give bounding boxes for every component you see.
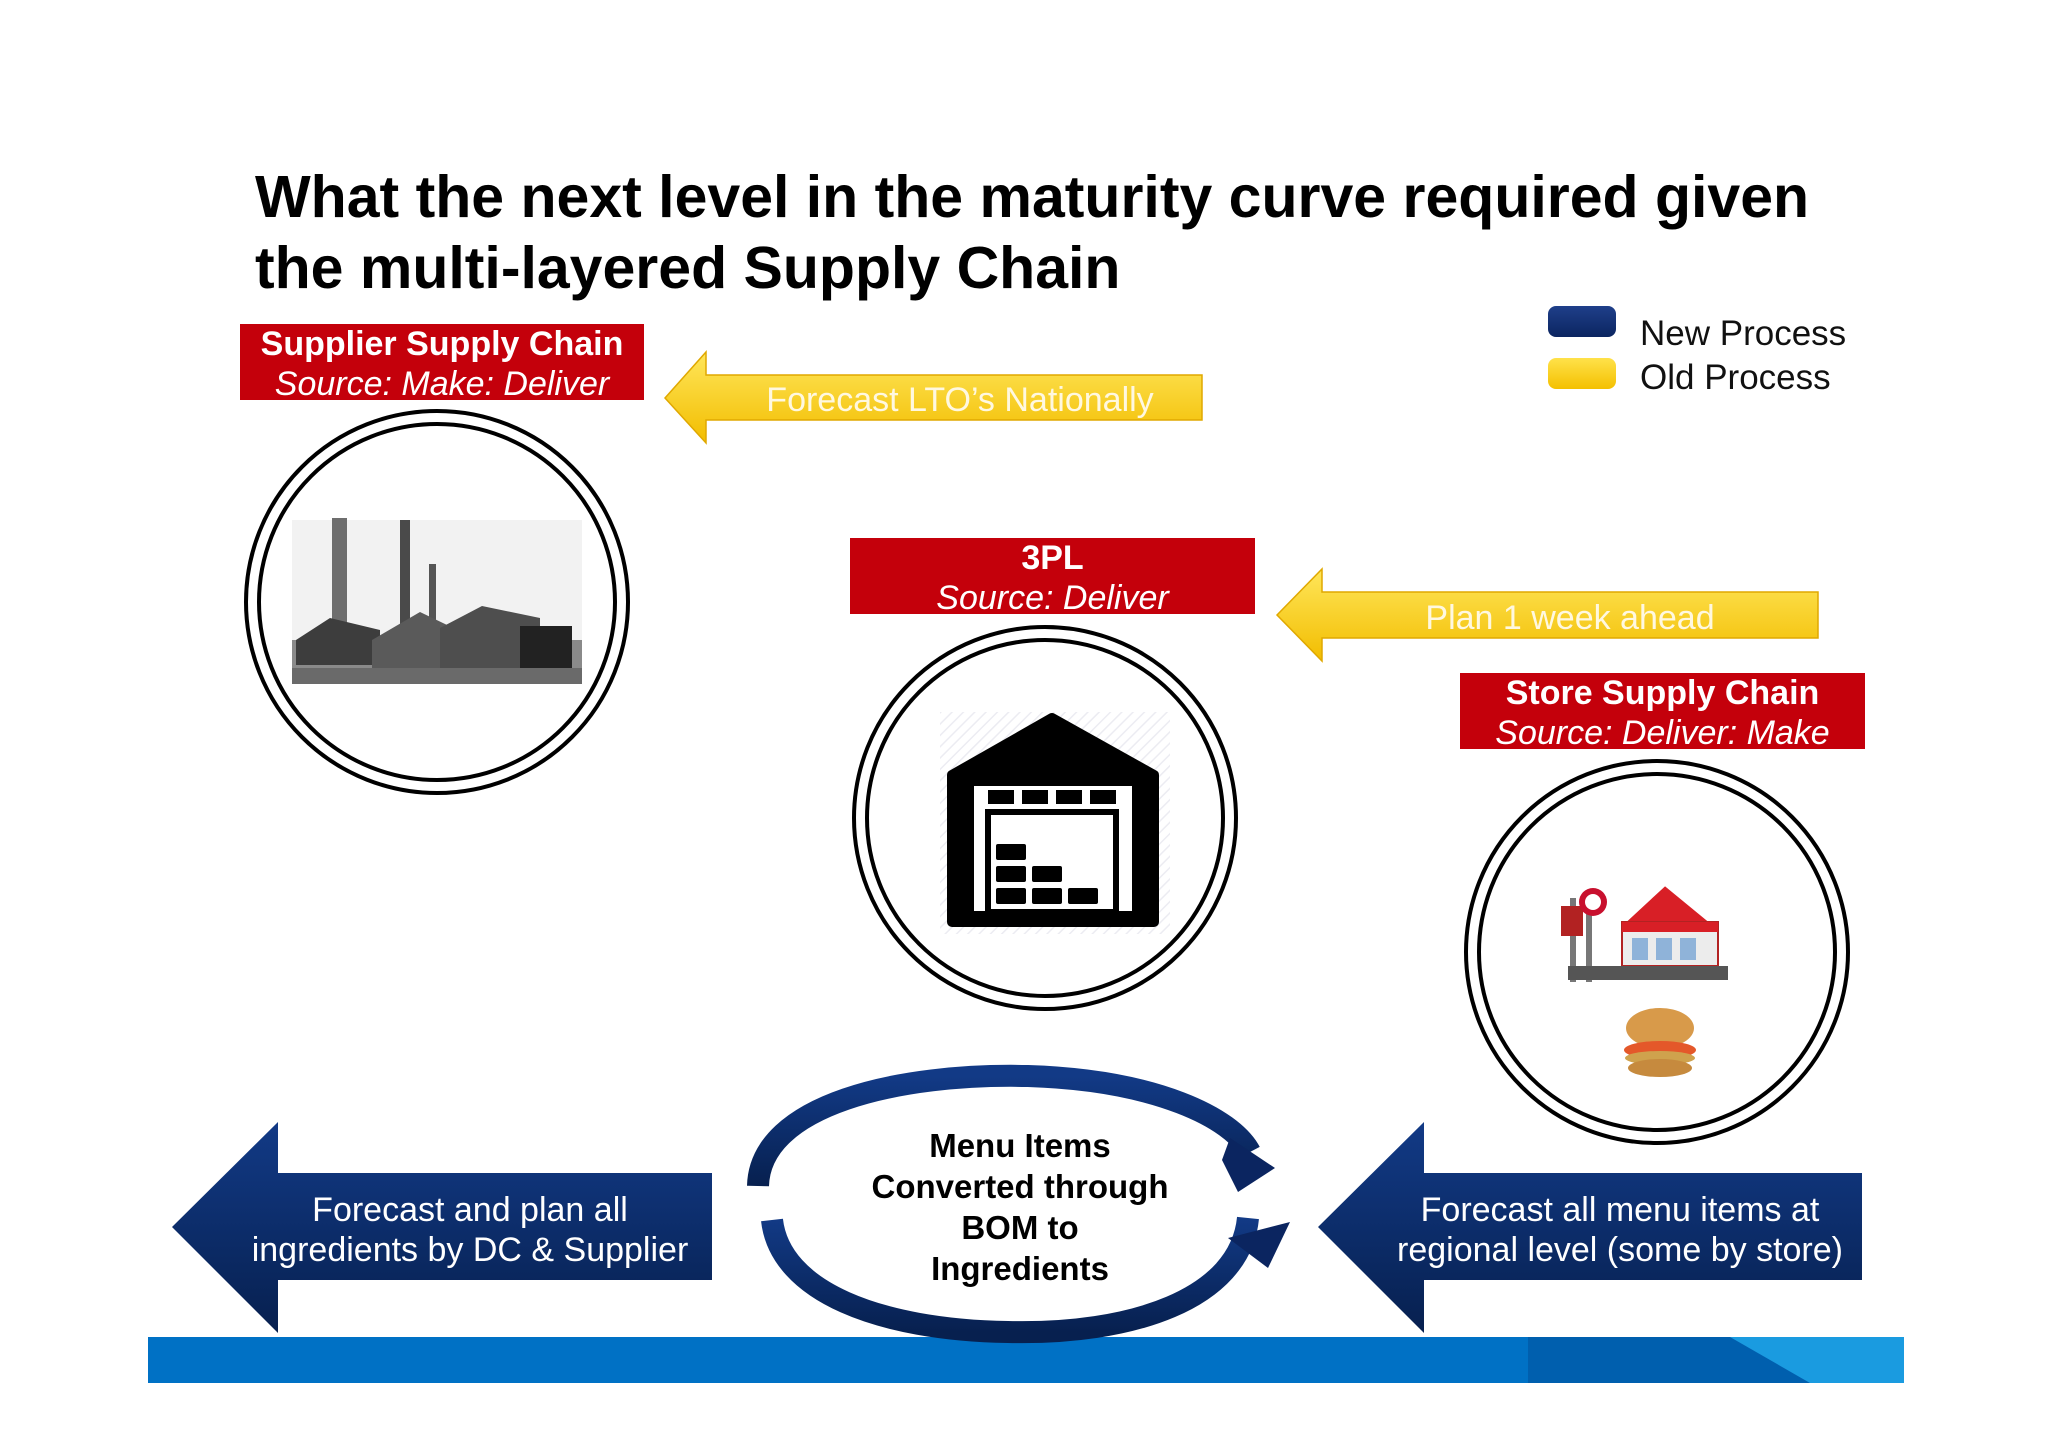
supplier-name: Supplier Supply Chain bbox=[260, 325, 624, 363]
store-supply-chain-label: Store Supply Chain Source: Deliver: Make bbox=[1460, 673, 1865, 752]
warehouse-icon bbox=[940, 712, 1170, 934]
arrow-forecast-regional bbox=[1318, 1122, 1862, 1333]
supplier-supply-chain-label: Supplier Supply Chain Source: Make: Deli… bbox=[240, 324, 644, 403]
legend-swatch-new bbox=[1548, 306, 1616, 337]
tpl-name: 3PL bbox=[1021, 539, 1084, 577]
restaurant-icon bbox=[1561, 883, 1728, 1077]
footer-bar bbox=[148, 1337, 1904, 1383]
store-source: Source: Deliver: Make bbox=[1495, 714, 1830, 752]
bom-cycle-text: Menu Items Converted through BOM to Ingr… bbox=[871, 1127, 1169, 1287]
arrow-plan-week bbox=[1275, 567, 1819, 663]
forecast-lto-text: Forecast LTO’s Nationally bbox=[766, 381, 1154, 419]
supplier-source: Source: Make: Deliver bbox=[274, 365, 610, 403]
legend-old-process: Old Process bbox=[1640, 358, 1831, 397]
arrow-forecast-dc bbox=[172, 1122, 712, 1333]
legend-new-process: New Process bbox=[1640, 314, 1847, 353]
tpl-label: 3PL Source: Deliver bbox=[850, 538, 1255, 617]
forecast-regional-text: Forecast all menu items at regional leve… bbox=[1397, 1191, 1843, 1269]
tpl-source: Source: Deliver bbox=[936, 579, 1169, 617]
legend-swatch-old bbox=[1548, 358, 1616, 389]
page-title: What the next level in the maturity curv… bbox=[255, 164, 1810, 301]
arrow-forecast-lto bbox=[663, 350, 1203, 445]
factory-icon bbox=[292, 518, 582, 684]
forecast-dc-text: Forecast and plan all ingredients by DC … bbox=[251, 1191, 689, 1269]
bom-cycle-arrows bbox=[747, 1064, 1290, 1344]
store-name: Store Supply Chain bbox=[1505, 674, 1820, 712]
plan-week-text: Plan 1 week ahead bbox=[1425, 599, 1715, 637]
